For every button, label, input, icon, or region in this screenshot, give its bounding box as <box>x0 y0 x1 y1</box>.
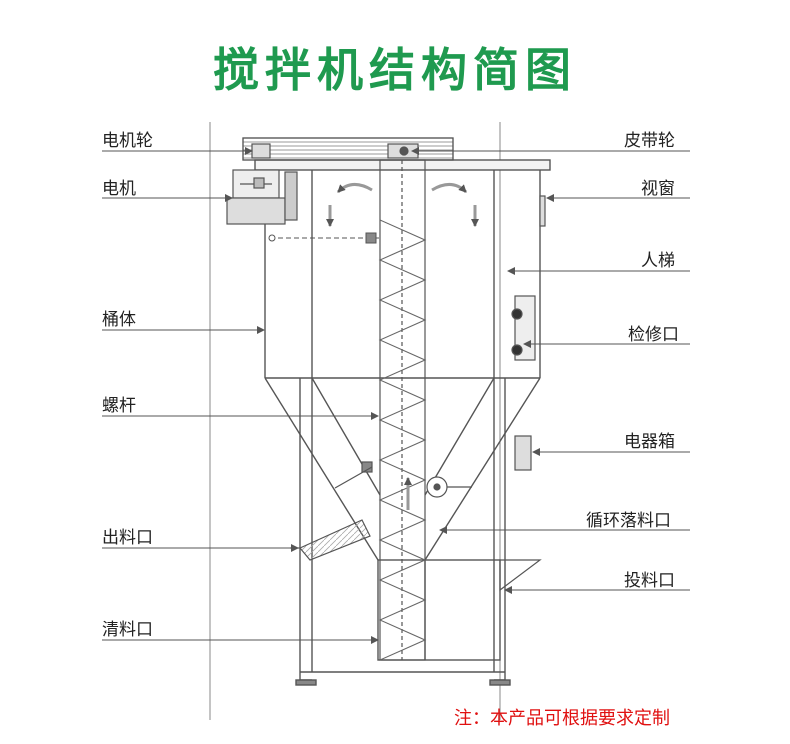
label-ladder: 人梯 <box>641 251 675 271</box>
label-cleaning-port: 清料口 <box>102 620 153 640</box>
label-feeding-port: 投料口 <box>624 571 675 591</box>
circulation-valve <box>334 461 472 498</box>
discharge-chute <box>290 519 371 561</box>
label-screw: 螺杆 <box>102 396 136 416</box>
label-motor-pulley: 电机轮 <box>102 131 153 151</box>
screw-tube <box>379 159 426 661</box>
label-sight-window: 视窗 <box>641 179 675 199</box>
diagram-title: 搅拌机结构简图 <box>213 43 577 97</box>
label-discharge-port: 出料口 <box>102 528 153 548</box>
label-electric-box: 电器箱 <box>624 432 675 452</box>
label-access-port: 检修口 <box>628 325 679 345</box>
flow-arrows <box>326 183 479 510</box>
screw-flights <box>378 219 427 661</box>
feeding-chute <box>499 559 542 592</box>
leader-lines <box>102 147 690 644</box>
chain <box>268 232 380 244</box>
label-belt-pulley: 皮带轮 <box>624 131 675 151</box>
label-barrel: 桶体 <box>102 310 136 330</box>
label-circulation-port: 循环落料口 <box>586 511 671 531</box>
customization-note: 注：本产品可根据要求定制 <box>454 708 670 729</box>
label-motor: 电机 <box>102 179 136 199</box>
